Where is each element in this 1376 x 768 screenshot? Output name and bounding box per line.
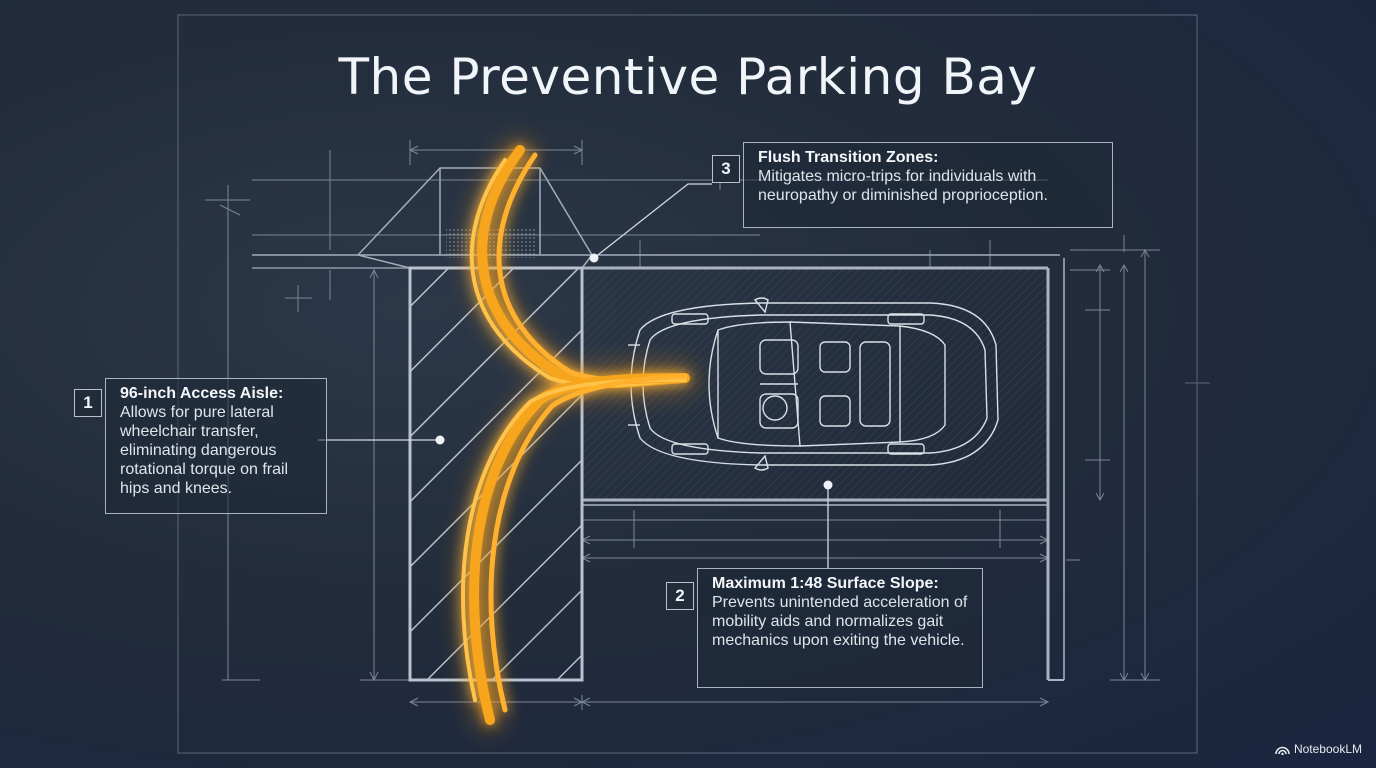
car-outline (628, 297, 999, 471)
transfer-flow-streaks (460, 141, 694, 729)
callout-surface-slope: Maximum 1:48 Surface Slope: Prevents uni… (697, 568, 983, 688)
page-title: The Preventive Parking Bay (338, 48, 1038, 106)
callout-body: Allows for pure lateral wheelchair trans… (120, 404, 289, 497)
callout-heading: Flush Transition Zones: (758, 149, 939, 166)
brand-watermark: NotebookLM (1275, 742, 1362, 756)
callout-number-2: 2 (666, 582, 694, 610)
callout-body: Prevents unintended acceleration of mobi… (712, 594, 968, 649)
brand-name: NotebookLM (1293, 742, 1362, 756)
notebooklm-logo-icon (1275, 746, 1290, 755)
callout-number-1: 1 (74, 389, 102, 417)
callout-flush-transition: Flush Transition Zones: Mitigates micro-… (743, 142, 1113, 228)
callout-access-aisle: 96-inch Access Aisle: Allows for pure la… (105, 378, 327, 514)
callout-leaders (318, 183, 833, 568)
callout-heading: Maximum 1:48 Surface Slope: (712, 575, 939, 592)
callout-heading: 96-inch Access Aisle: (120, 385, 284, 402)
dimension-lines (205, 140, 1160, 710)
callout-number-3: 3 (712, 155, 740, 183)
callout-body: Mitigates micro-trips for individuals wi… (758, 168, 1048, 204)
